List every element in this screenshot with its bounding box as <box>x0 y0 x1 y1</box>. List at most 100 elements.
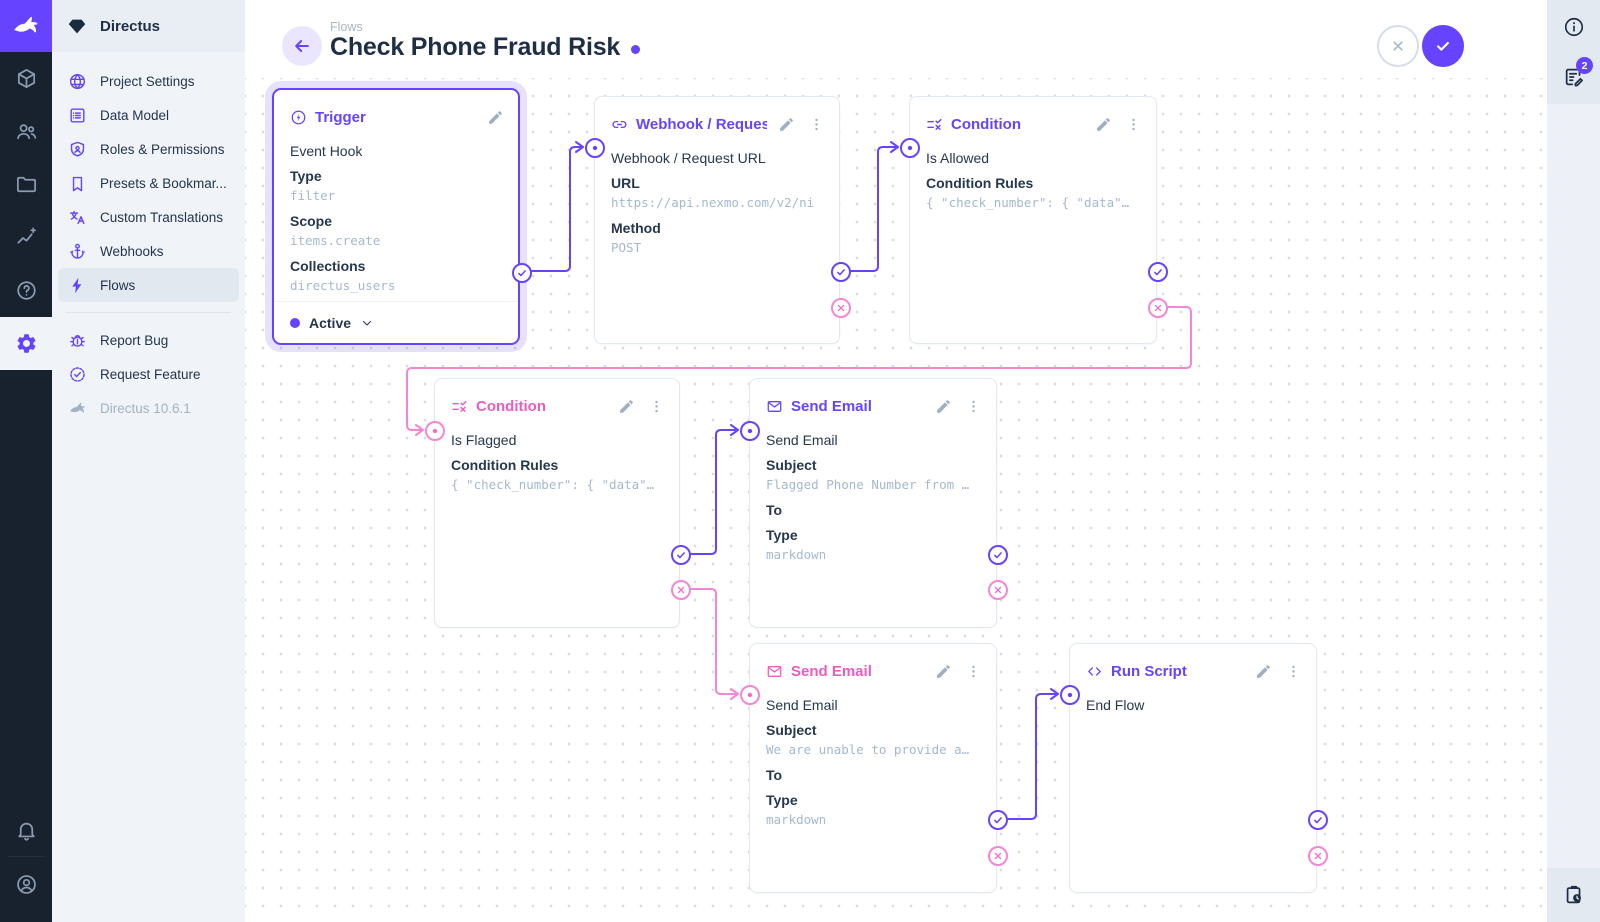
node-title: Trigger <box>315 108 366 126</box>
check-icon <box>994 817 1002 824</box>
notifications-button[interactable]: 2 <box>1547 52 1600 102</box>
check-icon <box>1314 817 1322 824</box>
reject-connector[interactable] <box>988 580 1008 600</box>
edit-node-button[interactable] <box>615 395 637 417</box>
globe-icon <box>69 73 86 89</box>
translate-icon <box>70 210 85 224</box>
sidebar-item-data-model[interactable]: Data Model <box>58 98 239 132</box>
input-connector[interactable] <box>900 138 920 158</box>
sidebar-item-request-feature[interactable]: Request Feature <box>58 357 239 391</box>
directus-logo[interactable] <box>0 0 52 52</box>
module-settings[interactable] <box>0 317 52 370</box>
resolve-connector[interactable] <box>1308 810 1328 830</box>
project-chooser[interactable]: Directus <box>52 0 245 52</box>
resolve-connector[interactable] <box>512 263 532 283</box>
reject-connector[interactable] <box>1148 298 1168 318</box>
module-bar <box>0 0 52 922</box>
resolve-connector[interactable] <box>988 810 1008 830</box>
flow-logs-button[interactable] <box>1547 870 1600 920</box>
node-menu-button[interactable] <box>805 113 827 135</box>
kebab-menu-icon <box>654 400 658 412</box>
bug-icon <box>70 334 85 347</box>
check-icon <box>677 552 685 559</box>
reject-connector[interactable] <box>1308 846 1328 866</box>
node-option-label: To <box>766 767 783 783</box>
node-title: Condition <box>476 397 546 415</box>
module-insights[interactable] <box>0 211 52 264</box>
node-menu-button[interactable] <box>1122 113 1144 135</box>
module-documentation[interactable] <box>0 264 52 317</box>
input-connector[interactable] <box>425 421 445 441</box>
sidebar-item-directus-10-6-1[interactable]: Directus 10.6.1 <box>58 391 239 425</box>
sidebar-item-webhooks[interactable]: Webhooks <box>58 234 239 268</box>
resolve-connector[interactable] <box>831 262 851 282</box>
sidebar-item-report-bug[interactable]: Report Bug <box>58 323 239 357</box>
reject-connector[interactable] <box>671 580 691 600</box>
module-file-library[interactable] <box>0 158 52 211</box>
page-header: Flows Check Phone Fraud Risk <box>245 0 1547 78</box>
input-connector[interactable] <box>740 685 760 705</box>
sidebar-item-flows[interactable]: Flows <box>58 268 239 302</box>
list-icon <box>70 107 85 123</box>
module-user-directory[interactable] <box>0 105 52 158</box>
resolve-connector[interactable] <box>671 545 691 565</box>
node-option-label: Subject <box>766 722 817 738</box>
reject-connector[interactable] <box>831 298 851 318</box>
status-dot-icon <box>290 317 300 328</box>
back-button[interactable] <box>282 26 322 66</box>
check-icon <box>1154 269 1162 276</box>
edit-node-button[interactable] <box>1252 660 1274 682</box>
account-module-button[interactable] <box>0 858 52 910</box>
sidebar-item-label: Custom Translations <box>100 209 224 225</box>
node-option-label: Subject <box>766 457 817 473</box>
input-connector[interactable] <box>585 138 605 158</box>
pencil-icon <box>936 399 950 413</box>
node-option-value: markdown <box>766 812 827 827</box>
edit-node-button[interactable] <box>932 660 954 682</box>
mail-icon <box>767 400 782 412</box>
edit-node-button[interactable] <box>775 113 797 135</box>
input-connector[interactable] <box>1060 685 1080 705</box>
node-option-value: markdown <box>766 547 827 562</box>
node-menu-button[interactable] <box>1282 660 1304 682</box>
edit-node-button[interactable] <box>932 395 954 417</box>
node-menu-button[interactable] <box>645 395 667 417</box>
sidebar-item-roles-permissions[interactable]: Roles & Permissions <box>58 132 239 166</box>
flow-node-webhook[interactable]: Webhook / Request URLWebhook / Request U… <box>585 96 851 344</box>
save-button[interactable] <box>1422 25 1464 67</box>
info-button[interactable] <box>1547 2 1600 52</box>
node-name: Is Allowed <box>926 150 990 166</box>
node-name: Event Hook <box>290 143 363 159</box>
link-icon <box>612 120 627 128</box>
input-connector[interactable] <box>740 421 760 441</box>
edit-node-button[interactable] <box>484 106 506 128</box>
edit-node-button[interactable] <box>1092 113 1114 135</box>
node-menu-button[interactable] <box>962 395 984 417</box>
discard-changes-button[interactable] <box>1377 25 1419 67</box>
breadcrumb[interactable]: Flows <box>330 20 363 34</box>
right-sidebar: 2 <box>1547 0 1600 922</box>
resolve-connector[interactable] <box>1148 262 1168 282</box>
node-title: Send Email <box>791 662 872 680</box>
node-option-value: We are unable to provide a… <box>766 742 970 757</box>
node-menu-button[interactable] <box>962 660 984 682</box>
resolve-connector[interactable] <box>988 545 1008 565</box>
node-option-label: URL <box>611 175 640 191</box>
sidebar-item-presets-bookmar[interactable]: Presets & Bookmar... <box>58 166 239 200</box>
gear-icon <box>17 334 35 353</box>
trigger-status-dropdown[interactable]: Active <box>274 301 518 343</box>
reject-connector[interactable] <box>988 846 1008 866</box>
notifications-module-button[interactable] <box>0 804 52 856</box>
sidebar-item-project-settings[interactable]: Project Settings <box>58 64 239 98</box>
sidebar-item-label: Flows <box>100 277 136 293</box>
sidebar-item-label: Report Bug <box>100 332 169 348</box>
sidebar-item-custom-translations[interactable]: Custom Translations <box>58 200 239 234</box>
module-content[interactable] <box>0 52 52 105</box>
